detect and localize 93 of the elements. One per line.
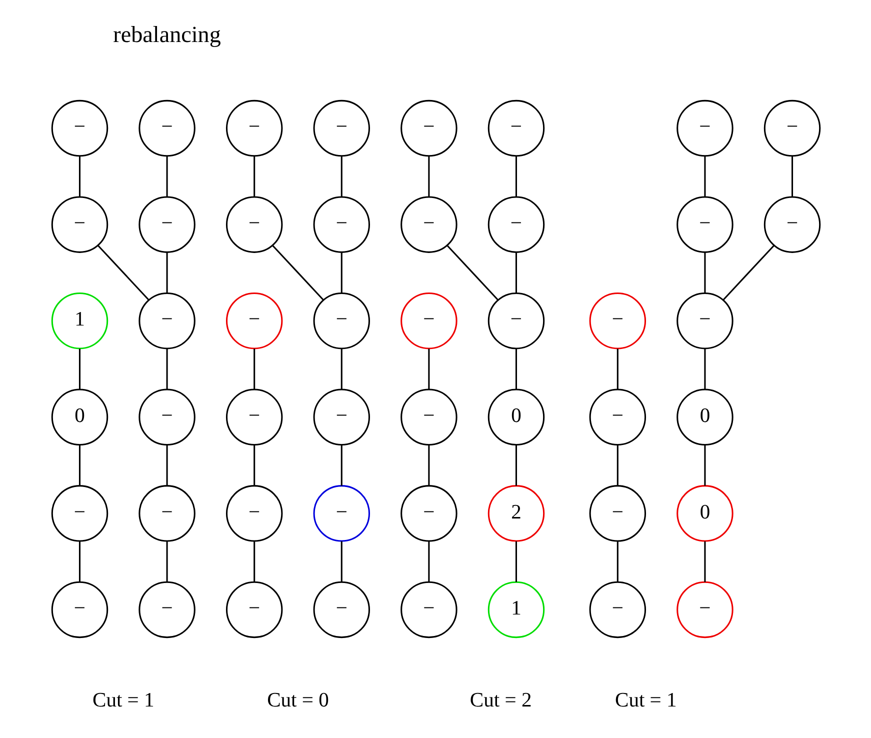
node-circle: − — [588, 388, 646, 446]
connector — [704, 348, 706, 390]
connector — [428, 541, 430, 582]
connector — [514, 252, 516, 294]
node-circle: − — [138, 485, 195, 542]
connector — [272, 245, 324, 300]
connector — [253, 156, 255, 197]
connector — [616, 445, 618, 486]
node-circle: − — [763, 196, 820, 253]
connector — [446, 245, 498, 300]
node-circle: − — [312, 292, 370, 350]
label: Cut = 2 — [469, 689, 532, 712]
connector — [166, 348, 168, 390]
node-circle: 0 — [676, 485, 733, 542]
connector — [340, 156, 342, 197]
connector — [340, 445, 342, 486]
connector — [78, 445, 80, 486]
connector — [253, 445, 255, 486]
node-circle: − — [138, 292, 195, 350]
node-circle: 0 — [487, 388, 544, 446]
connector — [78, 541, 80, 582]
connector — [722, 245, 774, 300]
node-circle: − — [312, 196, 370, 253]
connector — [514, 541, 516, 582]
node-circle: 0 — [50, 388, 108, 446]
connector — [97, 245, 149, 300]
node-circle: − — [225, 196, 282, 253]
node-circle: − — [400, 581, 457, 638]
node-circle: − — [400, 100, 457, 157]
label: rebalancing — [112, 21, 220, 48]
connector — [253, 348, 255, 390]
connector — [340, 541, 342, 582]
node-circle: − — [225, 100, 282, 157]
connector — [253, 541, 255, 582]
connector — [166, 156, 168, 197]
node-circle: − — [487, 196, 544, 253]
connector — [166, 252, 168, 294]
connector — [704, 445, 706, 486]
connector — [428, 156, 430, 197]
node-circle: − — [763, 100, 820, 157]
node-circle: − — [676, 100, 733, 157]
connector — [514, 156, 516, 197]
connector — [514, 348, 516, 390]
node-circle: − — [312, 485, 370, 542]
connector — [428, 348, 430, 390]
node-circle: 1 — [487, 581, 544, 638]
connector — [166, 445, 168, 486]
node-circle: − — [676, 196, 733, 253]
node-circle: − — [225, 388, 282, 446]
node-circle: − — [400, 292, 457, 350]
node-circle: − — [400, 388, 457, 446]
node-circle: − — [50, 581, 108, 638]
node-circle: − — [225, 581, 282, 638]
connector — [428, 445, 430, 486]
node-circle: − — [312, 581, 370, 638]
node-circle: − — [588, 581, 646, 638]
connector — [616, 541, 618, 582]
node-circle: − — [400, 485, 457, 542]
connector — [704, 156, 706, 197]
connector — [340, 348, 342, 390]
node-circle: 1 — [50, 292, 108, 350]
node-circle: − — [588, 485, 646, 542]
node-circle: − — [487, 292, 544, 350]
node-circle: − — [50, 485, 108, 542]
connector — [514, 445, 516, 486]
connector — [340, 252, 342, 294]
node-circle: − — [487, 100, 544, 157]
label: Cut = 0 — [266, 689, 328, 712]
connector — [616, 348, 618, 390]
node-circle: − — [138, 388, 195, 446]
node-circle: − — [138, 100, 195, 157]
connector — [704, 252, 706, 294]
connector — [78, 348, 80, 390]
connector — [78, 156, 80, 197]
connector — [166, 541, 168, 582]
connector — [791, 156, 793, 197]
node-circle: − — [225, 485, 282, 542]
node-circle: − — [50, 100, 108, 157]
node-circle: − — [225, 292, 282, 350]
node-circle: − — [312, 100, 370, 157]
node-circle: 0 — [676, 388, 733, 446]
node-circle: − — [50, 196, 108, 253]
node-circle: − — [138, 196, 195, 253]
label: Cut = 1 — [92, 689, 154, 712]
node-circle: − — [676, 581, 733, 638]
node-circle: − — [676, 292, 733, 350]
connector — [704, 541, 706, 582]
node-circle: 2 — [487, 485, 544, 542]
node-circle: − — [312, 388, 370, 446]
label: Cut = 1 — [614, 689, 676, 712]
node-circle: − — [400, 196, 457, 253]
node-circle: − — [138, 581, 195, 638]
node-circle: − — [588, 292, 646, 350]
